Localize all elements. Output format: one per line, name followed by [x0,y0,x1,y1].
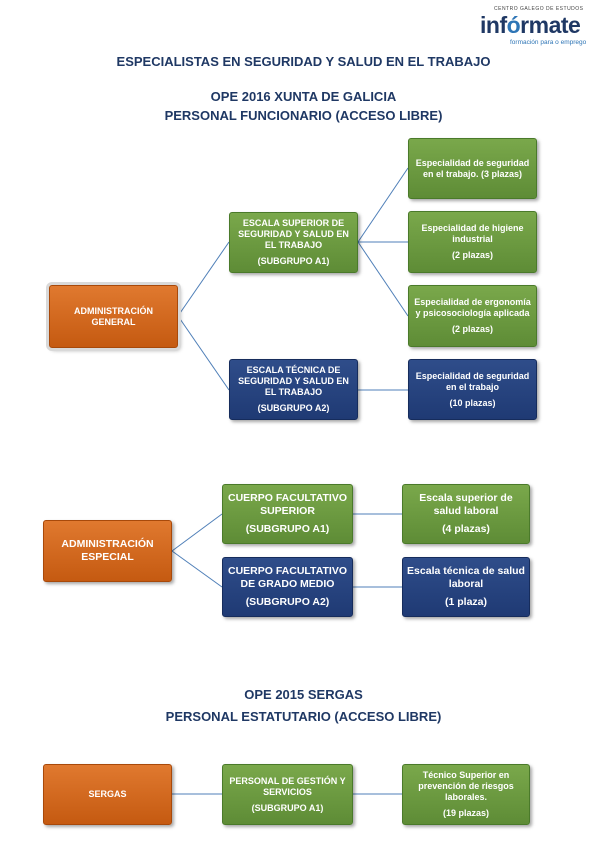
esp-higiene-plazas: (2 plazas) [451,250,493,260]
esp-ergonomia-box: Especialidad de ergonomía y psicosociolo… [408,285,537,347]
esp-ergonomia-plazas: (2 plazas) [451,324,493,334]
logo-name: infórmate [480,12,581,39]
tecnico-superior-plazas: (19 plazas) [442,808,490,818]
admin-general-box: ADMINISTRACIÓN GENERAL [49,285,178,348]
sergas-box: SERGAS [43,764,172,825]
escala-superior-salud-box: Escala superior de salud laboral (4 plaz… [402,484,530,544]
tecnico-superior-label: Técnico Superior en prevención de riesgo… [418,770,514,802]
connector-line [171,513,223,552]
connector-line [357,241,409,317]
cuerpo-medio-group: (SUBGRUPO A2) [245,596,330,608]
connector-line [171,550,223,588]
esp-seguridad-label: Especialidad de seguridad en el trabajo.… [415,157,530,179]
escala-tecnica-group: (SUBGRUPO A2) [257,403,330,413]
connector-line [177,315,230,391]
personal-gestion-label: PERSONAL DE GESTIÓN Y SERVICIOS [229,775,346,797]
admin-especial-label: ADMINISTRACIÓN ESPECIAL [61,538,154,563]
informate-logo: CENTRO GALEGO DE ESTUDOS infórmate forma… [476,6,602,46]
cuerpo-medio-box: CUERPO FACULTATIVO DE GRADO MEDIO (SUBGR… [222,557,353,617]
logo-name-accent: ó [506,12,521,38]
admin-especial-box: ADMINISTRACIÓN ESPECIAL [43,520,172,582]
personal-gestion-box: PERSONAL DE GESTIÓN Y SERVICIOS (SUBGRUP… [222,764,353,825]
escala-tecnica-box: ESCALA TÉCNICA DE SEGURIDAD Y SALUD EN E… [229,359,358,420]
esp-ergonomia-label: Especialidad de ergonomía y psicosociolo… [414,297,531,318]
logo-name-part1: inf [480,12,507,38]
esp-seguridad-box: Especialidad de seguridad en el trabajo.… [408,138,537,199]
esp-higiene-label: Especialidad de higiene industrial [421,223,524,244]
personal-gestion-group: (SUBGRUPO A1) [251,802,324,813]
escala-superior-label: ESCALA SUPERIOR DE SEGURIDAD Y SALUD EN … [238,218,349,250]
escala-superior-group: (SUBGRUPO A1) [257,256,330,266]
esp-seguridad-a2-box: Especialidad de seguridad en el trabajo … [408,359,537,420]
escala-tecnica-salud-label: Escala técnica de salud laboral [407,565,525,590]
logo-tagline: formación para o emprego [510,39,587,46]
section1-title: OPE 2016 XUNTA DE GALICIA [210,89,397,104]
escala-superior-salud-plazas: (4 plazas) [442,523,490,535]
main-title: ESPECIALISTAS EN SEGURIDAD Y SALUD EN EL… [116,54,491,69]
connector-line [177,241,230,317]
cuerpo-superior-label: CUERPO FACULTATIVO SUPERIOR [228,492,347,517]
sergas-label: SERGAS [88,789,127,799]
tecnico-superior-box: Técnico Superior en prevención de riesgo… [402,764,530,825]
cuerpo-superior-group: (SUBGRUPO A1) [245,523,330,535]
logo-small-text: CENTRO GALEGO DE ESTUDOS [494,6,584,12]
escala-tecnica-salud-box: Escala técnica de salud laboral (1 plaza… [402,557,530,617]
section2-subtitle: PERSONAL ESTATUTARIO (ACCESO LIBRE) [165,709,442,724]
cuerpo-medio-label: CUERPO FACULTATIVO DE GRADO MEDIO [228,565,347,590]
esp-seguridad-a2-label: Especialidad de seguridad en el trabajo [415,370,530,392]
escala-tecnica-label: ESCALA TÉCNICA DE SEGURIDAD Y SALUD EN E… [238,365,349,397]
cuerpo-superior-box: CUERPO FACULTATIVO SUPERIOR (SUBGRUPO A1… [222,484,353,544]
logo-name-part2: rmate [520,12,581,38]
escala-superior-salud-label: Escala superior de salud laboral [419,492,513,517]
connector-line [357,167,409,243]
escala-tecnica-salud-plazas: (1 plaza) [444,596,487,608]
section2-title: OPE 2015 SERGAS [244,687,363,702]
esp-seguridad-a2-plazas: (10 plazas) [449,397,496,408]
escala-superior-box: ESCALA SUPERIOR DE SEGURIDAD Y SALUD EN … [229,212,358,273]
section1-subtitle: PERSONAL FUNCIONARIO (ACCESO LIBRE) [164,108,443,123]
admin-general-label: ADMINISTRACIÓN GENERAL [74,305,153,327]
esp-higiene-box: Especialidad de higiene industrial (2 pl… [408,211,537,273]
